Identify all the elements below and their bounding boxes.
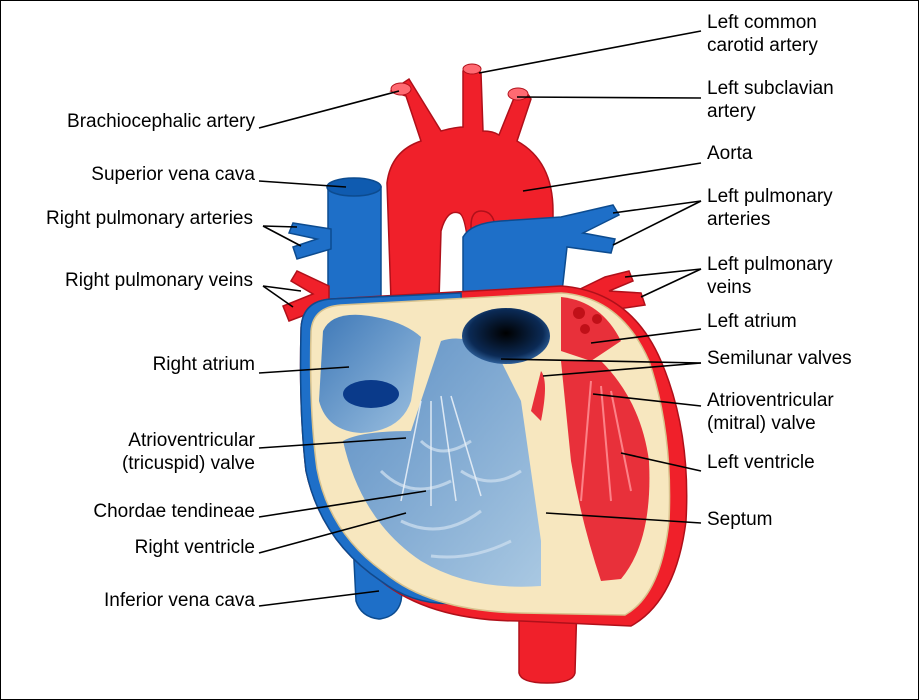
right-atrium-chamber — [319, 314, 421, 433]
label-mitral-valve: Atrioventricular (mitral) valve — [707, 390, 834, 434]
label-chordae-tendineae: Chordae tendineae — [93, 501, 255, 522]
label-inferior-vena-cava: Inferior vena cava — [103, 590, 255, 611]
label-left-pulmonary-veins: Left pulmonary veins — [707, 254, 833, 298]
label-semilunar-valves: Semilunar valves — [707, 348, 852, 369]
label-left-common-carotid-artery: Left common carotid artery — [707, 12, 818, 56]
label-left-pulmonary-arteries: Left pulmonary arteries — [707, 186, 833, 230]
pulmonary-trunk — [462, 204, 621, 302]
label-left-atrium: Left atrium — [707, 311, 797, 332]
label-right-ventricle: Right ventricle — [134, 537, 255, 558]
right-pulmonary-arteries — [287, 222, 332, 260]
pulmonary-valve — [462, 308, 550, 364]
label-tricuspid-valve: Atrioventricular (tricuspid) valve — [121, 430, 255, 474]
label-superior-vena-cava: Superior vena cava — [91, 164, 255, 185]
label-left-ventricle: Left ventricle — [707, 452, 815, 473]
label-brachiocephalic-artery: Brachiocephalic artery — [67, 111, 255, 132]
left-heart-chambers — [531, 297, 650, 581]
leader-lines — [258, 30, 702, 607]
label-aorta: Aorta — [707, 143, 753, 164]
label-septum: Septum — [707, 509, 773, 530]
label-right-pulmonary-arteries: Right pulmonary arteries — [46, 208, 253, 229]
right-ventricle-chamber — [343, 338, 541, 587]
label-right-pulmonary-veins: Right pulmonary veins — [65, 270, 253, 291]
label-left-subclavian-artery: Left subclavian artery — [707, 78, 834, 122]
label-right-atrium: Right atrium — [152, 354, 255, 375]
